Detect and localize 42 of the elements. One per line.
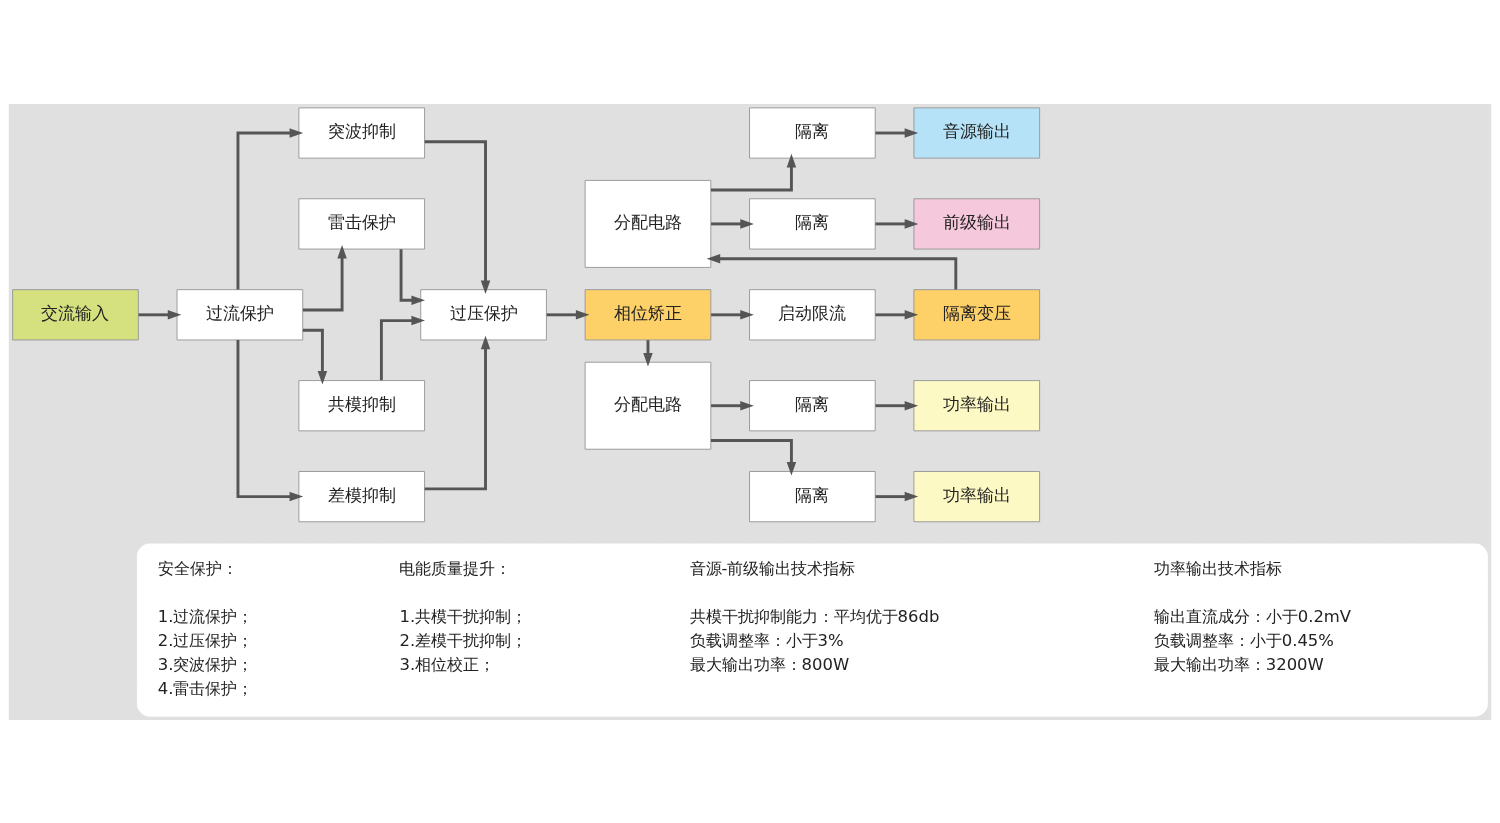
arrow — [875, 309, 919, 320]
node-box: 前级输出 — [913, 197, 1041, 250]
node-box: 过流保护 — [176, 288, 304, 340]
arrow — [379, 315, 425, 380]
arrow — [236, 127, 304, 290]
arrow — [710, 153, 797, 191]
arrow — [711, 400, 754, 410]
arrow — [706, 253, 958, 289]
arrow — [711, 309, 754, 320]
node-box: 启动限流 — [749, 288, 876, 340]
node-box: 分配电路 — [584, 179, 712, 268]
node-box: 功率输出 — [913, 379, 1041, 431]
arrow — [875, 400, 919, 410]
arrow — [424, 335, 491, 490]
node-box: 交流输入 — [12, 288, 139, 340]
arrow — [302, 244, 347, 311]
arrow — [711, 218, 754, 229]
node-box: 共模抑制 — [298, 379, 426, 431]
node-box: 相位矫正 — [584, 288, 712, 340]
node-box: 隔离 — [749, 470, 876, 522]
arrow — [236, 339, 304, 501]
node-box: 差模抑制 — [298, 470, 426, 522]
arrow — [424, 139, 491, 294]
arrow — [546, 309, 590, 320]
arrow — [138, 309, 182, 320]
node-box: 隔离变压 — [913, 288, 1041, 340]
node-box: 音源输出 — [913, 106, 1041, 159]
node-box: 隔离 — [749, 379, 876, 431]
arrow — [875, 491, 919, 501]
node-box: 过压保护 — [420, 288, 547, 340]
node-box: 分配电路 — [584, 361, 712, 450]
node-box: 功率输出 — [913, 470, 1041, 522]
arrow — [710, 438, 797, 476]
arrow — [875, 218, 919, 229]
arrow — [302, 328, 328, 385]
arrow — [399, 248, 425, 305]
node-box: 雷击保护 — [298, 197, 426, 250]
node-box: 安全保护： 电能质量提升： 音源-前级输出技术指标 功率输出技术指标 1.过流保护； 1.共模干扰抑制； 共模干扰抑制能力：平均优于86db 输出直流成分：小于0.2mV 2.过压保护； 2.差模干扰抑制； 负载调整率：小于3% 负载调整率：小于0.45% 3.突波保护； 3.相位校正； 最大输出功率：800W 最大输出功率：3200W 4.雷击保护； — [136, 543, 1488, 717]
node-box: 突波抑制 — [298, 106, 426, 159]
arrow — [875, 127, 919, 138]
node-box: 隔离 — [749, 197, 876, 250]
node-box: 隔离 — [749, 106, 876, 159]
